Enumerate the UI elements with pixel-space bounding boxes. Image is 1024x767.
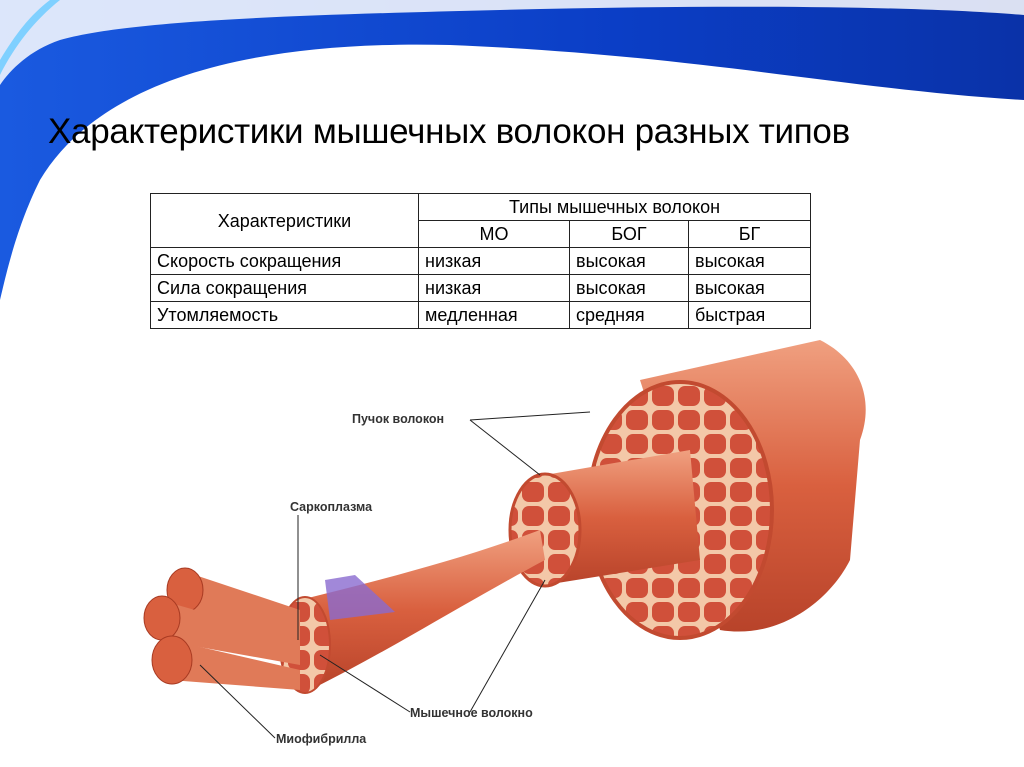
table-row: Утомляемость медленная средняя быстрая (150, 301, 811, 329)
label-sarcoplasm: Саркоплазма (290, 500, 373, 514)
table-row: Сила сокращения низкая высокая высокая (150, 274, 811, 302)
label-myofibril: Миофибрилла (276, 732, 367, 746)
leader-lines (199, 411, 591, 739)
fascicle (545, 450, 700, 585)
label-muscle-fiber: Мышечное волокно (410, 706, 533, 720)
muscle-fiber (300, 530, 545, 690)
table-row: Скорость сокращения низкая высокая высок… (150, 247, 811, 275)
cell: быстрая (688, 301, 811, 329)
header-fiber-types: Типы мышечных волокон (418, 193, 811, 221)
header-characteristics: Характеристики (150, 193, 419, 248)
row-label: Сила сокращения (150, 274, 419, 302)
fiber-characteristics-table: Характеристики Типы мышечных волокон МО … (150, 193, 811, 329)
cell: медленная (418, 301, 570, 329)
slide-title: Характеристики мышечных волокон разных т… (48, 112, 850, 151)
cell: высокая (569, 274, 689, 302)
sarcoplasm-membrane (325, 575, 395, 620)
label-bundle: Пучок волокон (352, 412, 445, 426)
myofibrils (143, 567, 300, 690)
cell: низкая (418, 247, 570, 275)
row-label: Утомляемость (150, 301, 419, 329)
cell: высокая (569, 247, 689, 275)
cell: средняя (569, 301, 689, 329)
cell: высокая (688, 274, 811, 302)
